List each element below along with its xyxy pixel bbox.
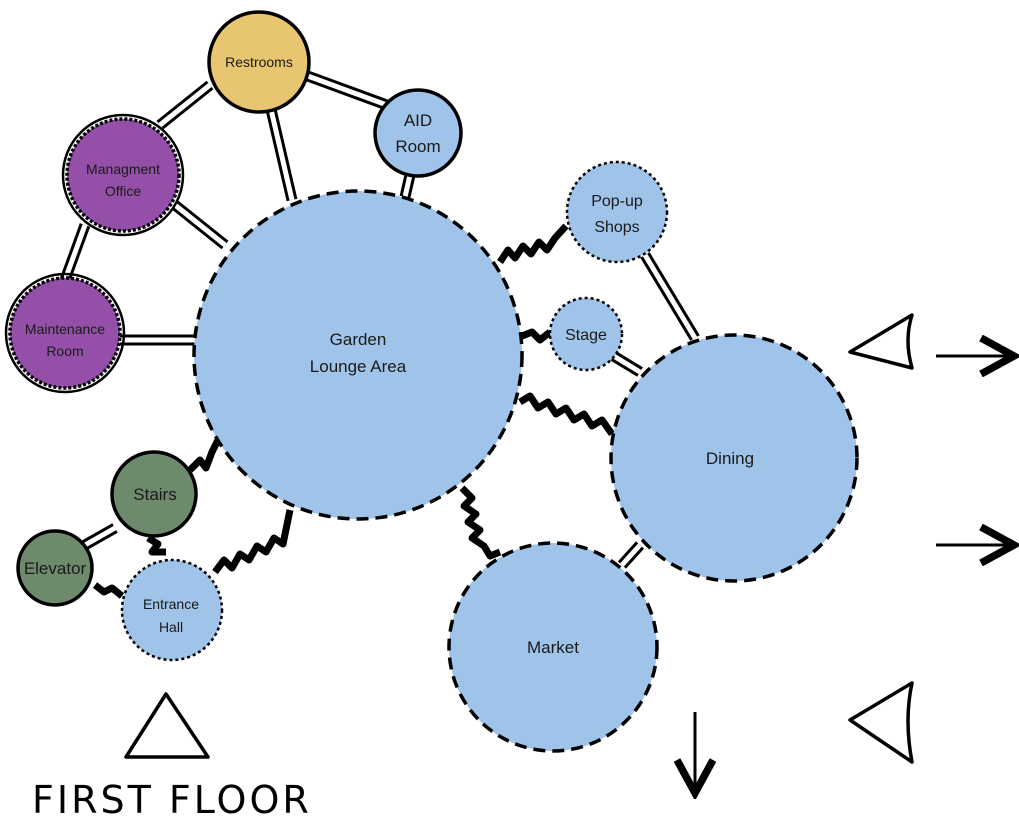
restrooms-label: Restrooms (225, 54, 293, 70)
popup-shops-node (565, 160, 669, 264)
squiggle-connectors (92, 223, 615, 599)
aid-room-label-2: Room (395, 137, 440, 156)
stage-label: Stage (565, 327, 607, 344)
dining-node (609, 333, 859, 583)
market-label: Market (527, 638, 579, 657)
managment-office-label-1: Managment (86, 161, 160, 177)
managment-office-node (65, 117, 181, 233)
maintenance-room-node (8, 276, 122, 390)
maintenance-room-label-2: Room (46, 343, 83, 359)
stairs-label: Stairs (133, 485, 176, 504)
market-node (447, 541, 659, 753)
managment-office-label-2: Office (105, 183, 142, 199)
entry-triangle-bottom-right (848, 681, 914, 764)
dining-label: Dining (706, 449, 754, 468)
garden-lounge-label-2: Lounge Area (310, 357, 407, 376)
stairs-node (110, 450, 198, 538)
aid-room-label-1: AID (404, 111, 432, 130)
aid-room-node (373, 88, 463, 178)
stage-node (548, 296, 624, 372)
popup-shops-label-1: Pop-up (591, 193, 643, 210)
garden-lounge-label-1: Garden (330, 330, 387, 349)
garden-lounge-node (192, 189, 524, 521)
double-connectors-inner (62, 72, 698, 567)
maintenance-room-label-1: Maintenance (25, 321, 105, 337)
floor-title: FIRST FLOOR (32, 778, 312, 822)
entry-triangle-top-right (848, 313, 914, 370)
entry-triangle-bottom-left (124, 692, 210, 759)
elevator-node (16, 529, 94, 607)
elevator-label: Elevator (24, 559, 87, 578)
popup-shops-label-2: Shops (594, 219, 639, 236)
exit-arrows (695, 356, 1014, 793)
entrance-hall-node (120, 558, 224, 662)
entrance-hall-label-1: Entrance (143, 596, 199, 612)
restrooms-node (207, 10, 311, 114)
entrance-hall-label-2: Hall (159, 619, 183, 635)
